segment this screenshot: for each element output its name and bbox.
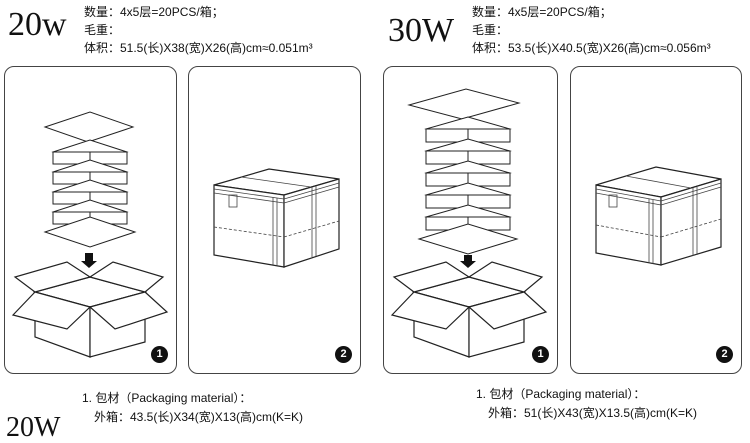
right-outer-box-text: 外箱：51(长)X43(宽)X13.5(高)cm(K=K): [488, 406, 698, 420]
left-sealed-box-illustration: [213, 168, 340, 268]
right-packaging-title: 1. 包材（Packaging material）：: [476, 387, 646, 401]
right-step1-badge: 1: [532, 346, 549, 363]
left-step1-panel: 1: [4, 66, 177, 374]
right-stack-into-box-illustration: [390, 88, 548, 358]
left-quantity-text: 数量：4x5层=20PCS/箱；: [84, 5, 224, 19]
left-step1-badge: 1: [151, 346, 168, 363]
right-sealed-box-illustration: [595, 166, 722, 266]
left-stack-into-box-illustration: [11, 111, 169, 358]
right-weight-text: 毛重：: [472, 23, 509, 37]
left-outer-box-text: 外箱：43.5(长)X34(宽)X13(高)cm(K=K): [94, 410, 304, 424]
left-cutoff-watt-label: 20W: [6, 412, 61, 443]
right-volume-text: 体积：53.5(长)X40.5(宽)X26(高)cm≈0.056m³: [472, 41, 711, 55]
left-step2-badge: 2: [335, 346, 352, 363]
right-watt-label: 30W: [388, 12, 455, 49]
left-weight-text: 毛重：: [84, 23, 121, 37]
right-step2-panel: 2: [570, 66, 742, 374]
left-volume-text: 体积：51.5(长)X38(宽)X26(高)cm≈0.051m³: [84, 41, 313, 55]
left-watt-label: 20w: [8, 6, 67, 43]
right-quantity-text: 数量：4x5层=20PCS/箱；: [472, 5, 612, 19]
right-step2-badge: 2: [716, 346, 733, 363]
left-step2-panel: 2: [188, 66, 361, 374]
right-step1-panel: 1: [383, 66, 558, 374]
left-packaging-title: 1. 包材（Packaging material）：: [82, 391, 252, 405]
